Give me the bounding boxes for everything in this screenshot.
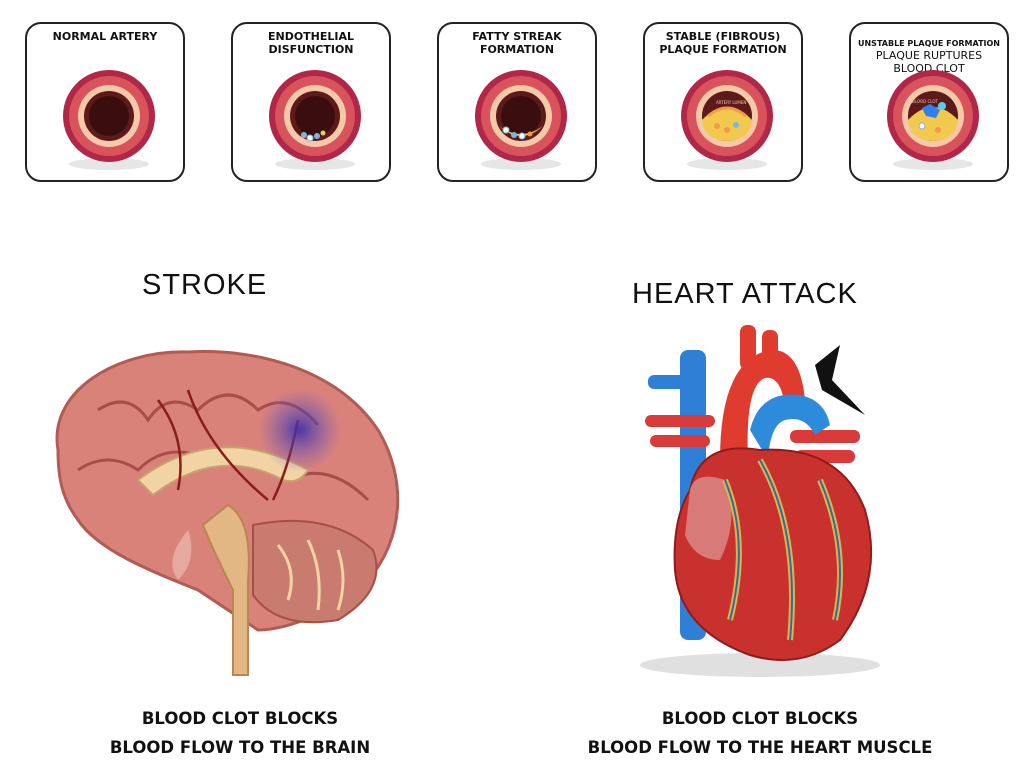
heart-icon <box>640 325 880 677</box>
heart-attack-caption: BLOOD CLOT BLOCKS BLOOD FLOW TO THE HEAR… <box>540 704 980 762</box>
endothelial-dysfunction-icon <box>269 70 361 170</box>
stage-title: ENDOTHELIAL DISFUNCTION <box>267 30 355 56</box>
stroke-caption-text: BLOOD CLOT BLOCKS BLOOD FLOW TO THE BRAI… <box>109 709 371 757</box>
stage-title-main: UNSTABLE PLAQUE FORMATION <box>857 39 1000 48</box>
stage-card-fatty-streak: FATTY STREAK FORMATION <box>437 22 597 182</box>
stage-card-stable-plaque: STABLE (FIBROUS) PLAQUE FORMATION ARTERY… <box>643 22 803 182</box>
normal-artery-icon <box>63 70 155 170</box>
stable-plaque-icon: ARTERY LUMEN <box>681 70 773 170</box>
lumen-label: ARTERY LUMEN <box>716 100 746 105</box>
fatty-streak-icon <box>475 70 567 170</box>
stage-card-unstable-plaque: UNSTABLE PLAQUE FORMATION PLAQUE RUPTURE… <box>849 22 1009 182</box>
brain-icon <box>55 350 400 676</box>
stage-card-endothelial: ENDOTHELIAL DISFUNCTION <box>231 22 391 182</box>
stage-card-normal-artery: NORMAL ARTERY <box>25 22 185 182</box>
stage-title: STABLE (FIBROUS) PLAQUE FORMATION <box>659 30 787 56</box>
unstable-plaque-icon: BLOOD CLOT <box>887 70 979 170</box>
clot-label: BLOOD CLOT <box>912 99 939 104</box>
heart-caption-text: BLOOD CLOT BLOCKS BLOOD FLOW TO THE HEAR… <box>587 709 933 757</box>
stroke-title: STROKE <box>142 269 268 301</box>
artery-stages-row: NORMAL ARTERY ENDOTHELIAL DISFUNCTION FA… <box>0 0 1024 200</box>
stage-title: FATTY STREAK FORMATION <box>472 30 562 56</box>
stroke-caption: BLOOD CLOT BLOCKS BLOOD FLOW TO THE BRAI… <box>60 704 420 762</box>
heart-attack-title: HEART ATTACK <box>632 278 858 310</box>
stage-title: NORMAL ARTERY <box>52 30 158 43</box>
